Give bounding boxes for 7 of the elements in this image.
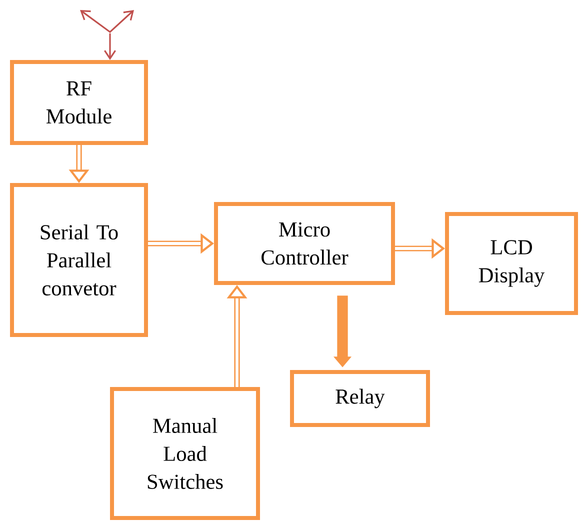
block-box: Relay: [290, 370, 430, 427]
block-box: Manual Load Switches: [110, 387, 260, 520]
block-box: LCD Display: [445, 212, 578, 315]
block-box: RF Module: [10, 60, 148, 145]
arrow: [104, 33, 116, 60]
block-box: Serial To Parallel convetor: [10, 183, 148, 337]
block-box: Micro Controller: [214, 202, 395, 285]
